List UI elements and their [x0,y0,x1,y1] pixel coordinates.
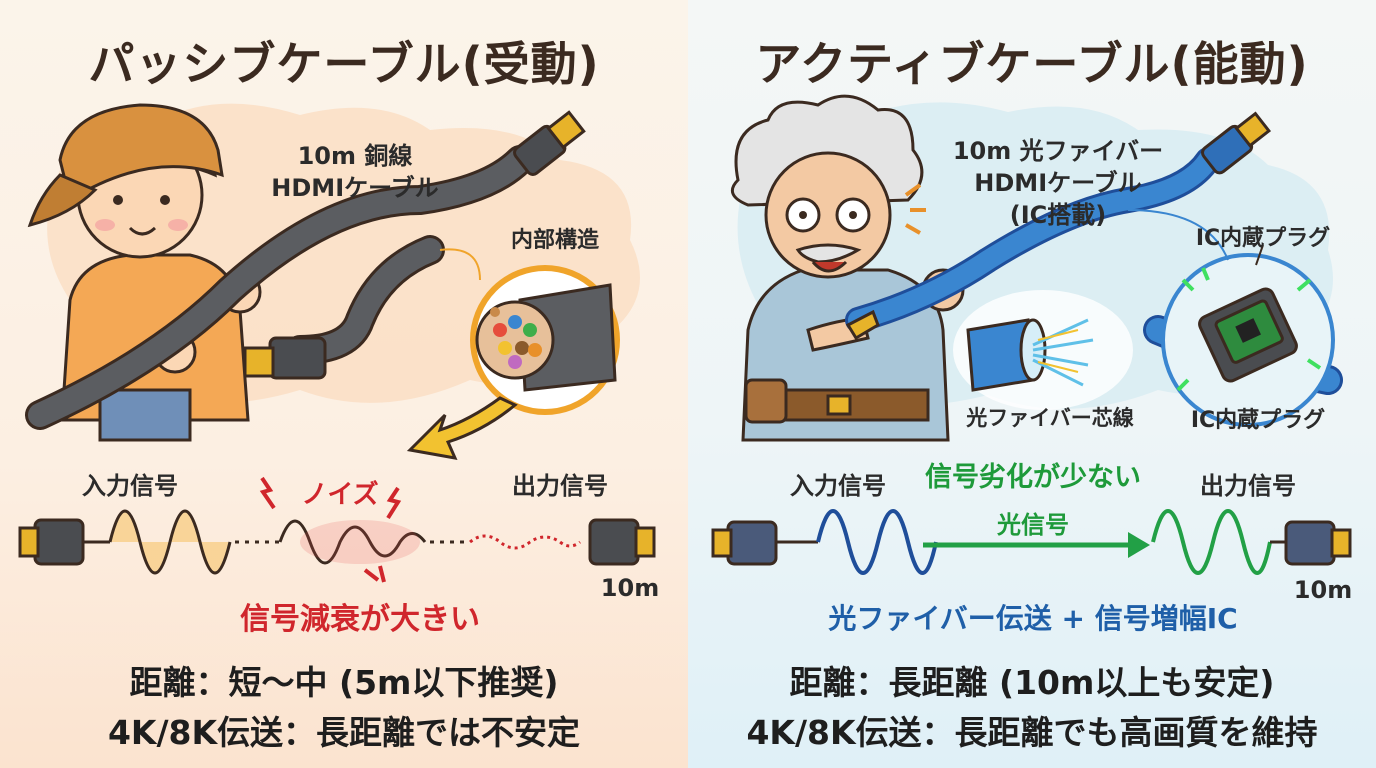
fiber-connector-small [845,309,880,341]
boy-character [27,103,262,442]
active-output-label: 出力信号 [1200,472,1296,500]
hdmi-connector-top [513,110,586,176]
attenuation-label: 信号減衰が大きい [240,602,480,637]
lightning-icon [259,476,276,510]
passive-footer-line-2: 4K/8K伝送：長距離では不安定 [107,713,581,752]
ic-plug-label-top: IC内蔵プラグ [1195,226,1331,251]
input-wave [108,509,232,575]
cable-label-line-1: 10m 銅線 [297,142,413,170]
passive-illustration [18,103,656,583]
passive-footer-line-1: 距離：短〜中 (5m以下推奨) [129,663,559,702]
active-input-label: 入力信号 [790,472,886,500]
active-title: アクティブケーブル(能動) [755,37,1309,91]
active-length-label: 10m [1293,576,1353,604]
cable-label-line-2: HDMIケーブル [271,174,439,202]
cable-label-line-3: (IC搭載) [1009,201,1107,229]
passive-input-label: 入力信号 [82,472,178,500]
active-output-wave [1151,509,1272,575]
active-footer-line-1: 距離：長距離 (10m以上も安定) [789,663,1275,702]
active-illustration [711,94,1352,575]
cable-label-line-2: HDMIケーブル [974,169,1142,197]
active-signal-line [711,509,1352,575]
fiber-core-label: 光ファイバー芯線 [966,406,1134,430]
active-input-wave [816,509,938,575]
fiber-connector-top [1201,111,1272,175]
active-cable-panel: アクティブケーブル(能動) [688,0,1376,768]
passive-title: パッシブケーブル(受動) [88,37,600,91]
passive-signal-line [18,476,656,583]
passive-cable-label: 10m 銅線 HDMIケーブル [250,140,460,204]
internal-structure-label: 内部構造 [510,228,599,253]
transmission-label: 光ファイバー伝送 + 信号増幅IC [828,602,1238,635]
cable-label-line-1: 10m 光ファイバー [952,137,1164,165]
hdmi-connector-bottom [243,336,327,380]
passive-output-label: 出力信号 [512,472,608,500]
down-arrow-icon [406,396,518,460]
lightning-icon [386,486,402,520]
degradation-label: 信号劣化が少ない [925,462,1141,493]
active-footer-line-2: 4K/8K伝送：長距離でも高画質を維持 [746,713,1318,752]
noisy-wave [278,519,427,565]
active-cable-label: 10m 光ファイバー HDMIケーブル (IC搭載) [933,135,1183,231]
passive-cable-panel: パッシブケーブル(受動) [0,0,688,768]
optical-signal-label: 光信号 [997,511,1069,539]
ic-plug-label-bottom: IC内蔵プラグ [1190,408,1326,433]
noise-label: ノイズ [301,480,379,510]
passive-length-label: 10m [600,574,660,602]
copper-wire-bundle [475,300,555,380]
spark-icon [363,565,386,583]
